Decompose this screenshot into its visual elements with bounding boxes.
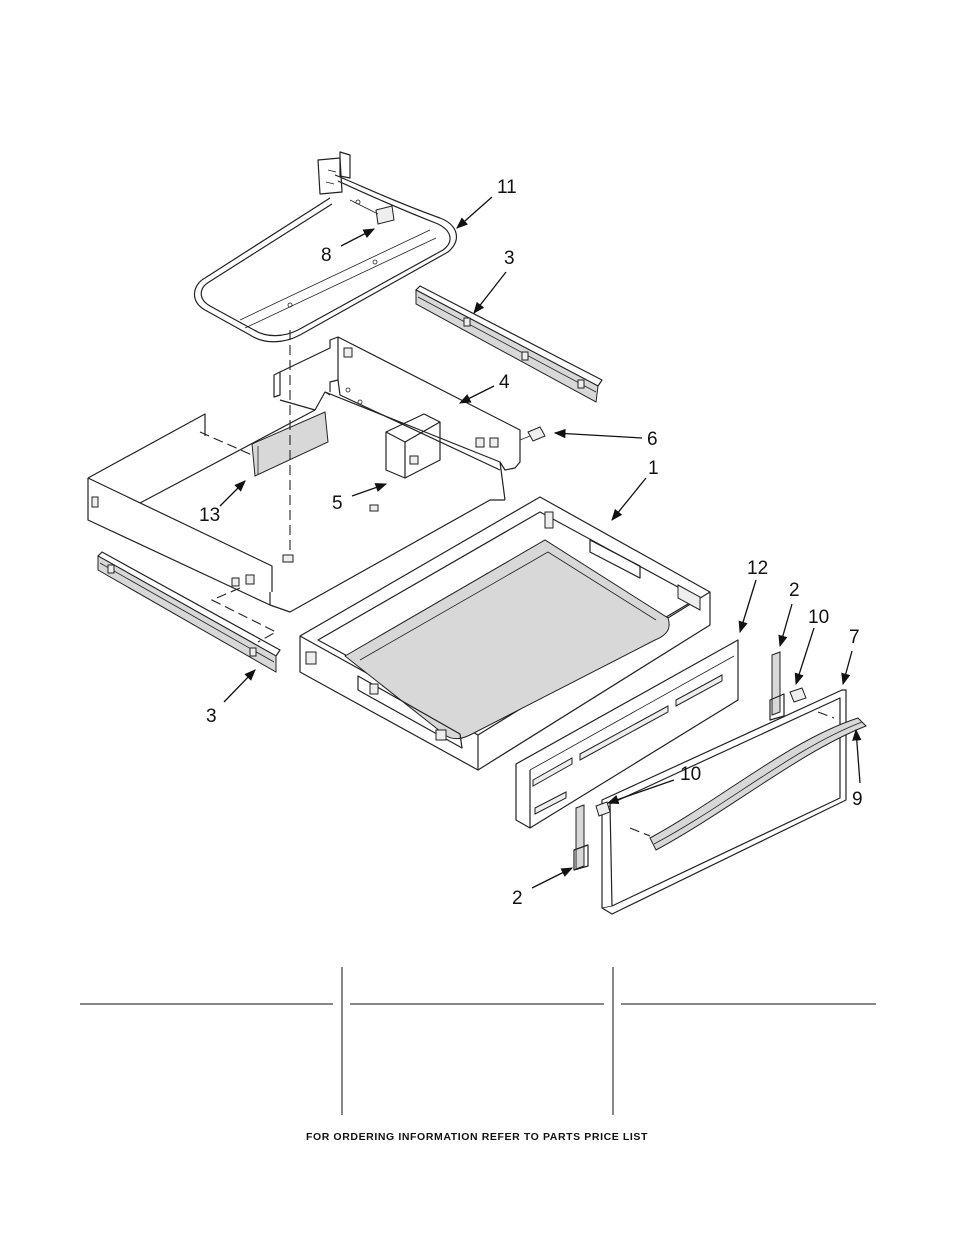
callout-13: 13 bbox=[199, 505, 220, 526]
parts-table-frame bbox=[80, 967, 876, 1115]
drawer-handle-part bbox=[649, 717, 867, 851]
screw-part-10-lower bbox=[595, 801, 611, 817]
screw-part-6 bbox=[519, 426, 546, 442]
leader-arrows bbox=[219, 196, 862, 889]
arrow-6 bbox=[553, 428, 643, 439]
arrow-3-bottom bbox=[223, 669, 256, 703]
arrow-12 bbox=[738, 579, 757, 634]
arrow-8 bbox=[340, 228, 376, 247]
callout-8: 8 bbox=[321, 245, 332, 266]
bake-element-part bbox=[193, 151, 457, 343]
callout-7: 7 bbox=[849, 627, 860, 648]
arrow-11 bbox=[456, 196, 493, 229]
arrow-1 bbox=[611, 477, 647, 521]
arrow-5 bbox=[351, 483, 388, 497]
callout-9: 9 bbox=[852, 789, 863, 810]
callout-3-bottom: 3 bbox=[206, 706, 217, 727]
callout-10-bottom: 10 bbox=[680, 764, 701, 785]
callout-2-top: 2 bbox=[789, 580, 800, 601]
alignment-lines bbox=[199, 330, 835, 837]
arrow-4 bbox=[458, 385, 495, 404]
arrow-10-bottom bbox=[606, 779, 675, 804]
arrow-2-bottom bbox=[531, 867, 574, 889]
callout-5: 5 bbox=[332, 493, 343, 514]
arrow-13 bbox=[219, 480, 246, 507]
arrow-9 bbox=[852, 728, 862, 784]
callout-11: 11 bbox=[497, 177, 517, 198]
drawer-slide-rail-lower bbox=[97, 551, 281, 673]
callout-6: 6 bbox=[647, 429, 658, 450]
drawer-front-panel-part bbox=[515, 639, 739, 829]
screw-part-10-upper bbox=[789, 687, 807, 703]
drawer-slide-rail-upper bbox=[415, 285, 603, 403]
arrow-7 bbox=[841, 650, 853, 686]
callout-4: 4 bbox=[499, 372, 510, 393]
callout-1: 1 bbox=[648, 458, 659, 479]
drawer-housing-part bbox=[87, 336, 521, 613]
callout-10-top: 10 bbox=[808, 607, 829, 628]
drawer-body-part bbox=[299, 496, 711, 771]
door-hinge-upper bbox=[769, 651, 785, 721]
element-bracket-part bbox=[369, 413, 441, 512]
callout-12: 12 bbox=[747, 558, 768, 579]
callout-3-top: 3 bbox=[504, 248, 515, 269]
arrow-2-top bbox=[778, 603, 793, 648]
callout-2-bottom: 2 bbox=[512, 888, 523, 909]
ordering-information-note: FOR ORDERING INFORMATION REFER TO PARTS … bbox=[305, 1131, 649, 1143]
arrow-10-top bbox=[794, 627, 815, 686]
callout-labels: 11 8 3 4 6 1 13 5 12 2 10 7 3 10 9 2 bbox=[199, 177, 863, 909]
door-hinge-lower bbox=[573, 804, 589, 871]
arrow-3-top bbox=[473, 271, 507, 314]
